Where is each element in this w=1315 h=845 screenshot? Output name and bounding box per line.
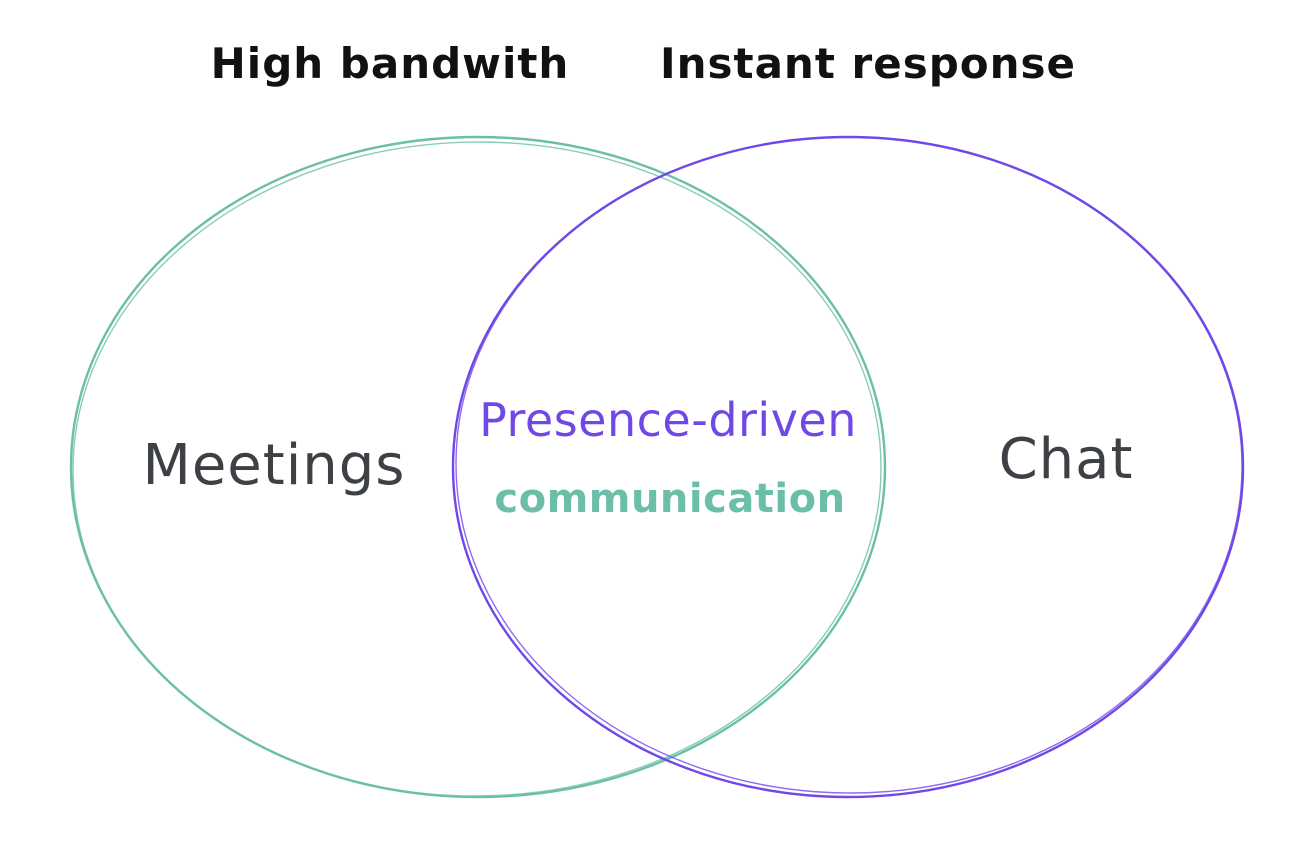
right-set-label: Chat — [999, 427, 1134, 492]
left-heading: High bandwith — [211, 39, 570, 88]
left-circle-stroke-1 — [69, 135, 887, 799]
left-circle — [69, 135, 887, 799]
right-circle-stroke-2 — [455, 136, 1243, 794]
right-circle — [451, 135, 1245, 799]
intersection-label-line-1: Presence-driven — [479, 393, 857, 447]
left-set-label: Meetings — [143, 433, 406, 498]
intersection-label-line-2: communication — [494, 476, 845, 522]
right-heading: Instant response — [660, 39, 1076, 88]
left-circle-stroke-2 — [72, 141, 882, 797]
